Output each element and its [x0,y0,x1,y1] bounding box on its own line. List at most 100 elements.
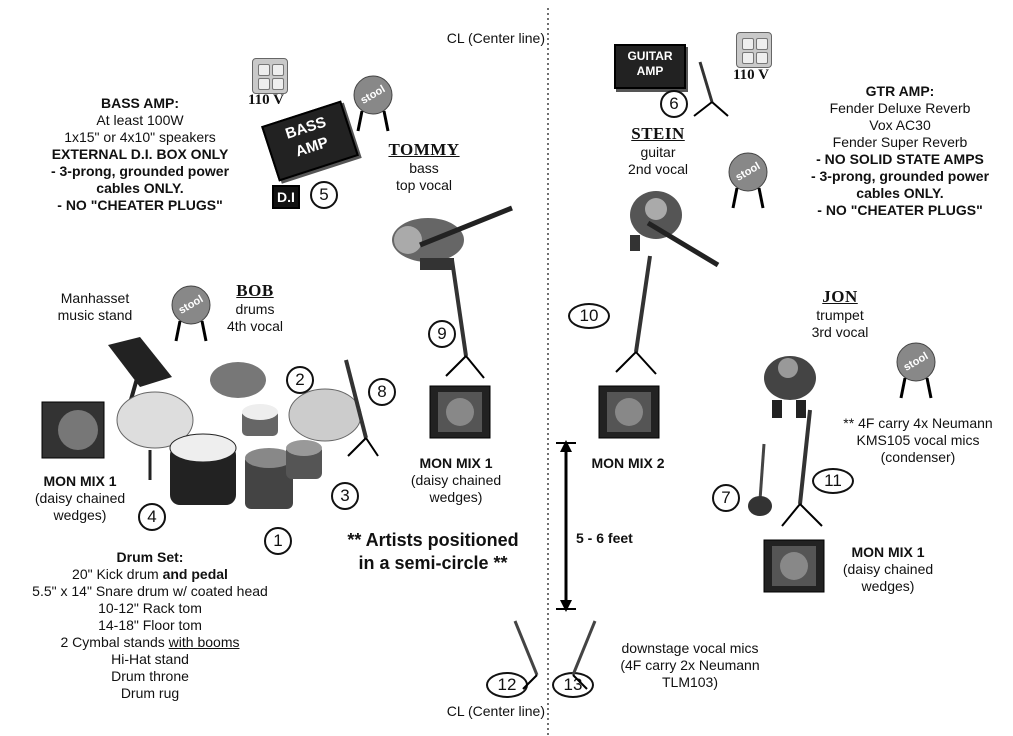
channel-8: 8 [368,378,396,406]
manhasset-line: Manhasset [60,290,130,306]
mon-mix-sub: wedges) [861,578,915,594]
channel-9: 9 [428,320,456,348]
neumann-line: KMS105 vocal mics [856,432,980,448]
center-line-top-label: CL (Center line) [446,30,545,46]
drum-set-item: 2 Cymbal stands with booms [60,634,240,650]
mon-mix-sub: wedges) [429,489,483,505]
performer-vocal: 3rd vocal [811,324,869,340]
di-box-icon: D.I [272,185,300,209]
gtr-amp-spec: GTR AMP: Fender Deluxe Reverb Vox AC30 F… [780,83,1013,219]
mon-mix-right: MON MIX 1 (daisy chained wedges) [828,544,948,595]
mon-mix-title: MON MIX 1 [851,544,925,560]
performer-bob: BOB drums 4th vocal [220,281,290,335]
gtr-amp-title: GTR AMP: [865,83,935,99]
downstage-mic-stands-icon [513,620,597,690]
drum-set-title: Drum Set: [116,549,184,565]
bass-amp-line: - 3-prong, grounded power [50,163,230,179]
mon-mix-sub: (daisy chained [842,561,934,577]
gtr-amp-line: - 3-prong, grounded power [810,168,990,184]
bass-amp-line: At least 100W [96,112,184,128]
neumann-line: ** 4F carry 4x Neumann [843,415,993,431]
performer-vocal: top vocal [395,177,453,193]
bass-player-figure [392,205,513,270]
performer-role: drums [235,301,275,317]
mon-mix-sub: (daisy chained [410,472,502,488]
stool-icon: stool [728,152,768,209]
channel-12: 12 [486,672,528,698]
channel-1: 1 [264,527,292,555]
manhasset-stand-label: Manhasset music stand [40,290,150,324]
mon-mix-sub: (daisy chained [34,490,126,506]
drum-set-item: 5.5" x 14" Snare drum w/ coated head [32,583,268,599]
mon-mix-sub: wedges) [53,507,107,523]
performer-role: trumpet [816,307,864,323]
performer-jon: JON trumpet 3rd vocal [798,287,882,341]
channel-7: 7 [712,484,740,512]
gtr-amp-line: Fender Super Reverb [832,134,968,150]
guitar-amp-icon: GUITAR AMP [614,44,686,89]
drum-set-item: 14-18" Floor tom [98,617,202,633]
artists-semicircle-note: ** Artists positioned in a semi-circle *… [328,529,538,575]
channel-11: 11 [812,468,854,494]
mic-stand-icon [344,359,379,457]
channel-2: 2 [286,366,314,394]
bass-amp-title: BASS AMP: [100,95,180,111]
voltage-label-left: 110 V [248,92,284,108]
performer-vocal: 4th vocal [226,318,284,334]
gtr-amp-line: Fender Deluxe Reverb [829,100,971,116]
gtr-amp-line: Vox AC30 [869,117,931,133]
center-line-bottom-label: CL (Center line) [446,703,545,719]
monitor-wedge-icon [41,401,105,459]
drum-set-item: Drum rug [120,685,180,701]
mic-stand-icon [781,409,823,527]
downstage-line: TLM103) [661,674,719,690]
performer-vocal: 2nd vocal [628,161,688,177]
drum-kit-icon [116,362,362,509]
performer-name: BOB [236,281,274,300]
mic-stand-icon [693,61,729,117]
stool-icon: stool [171,285,211,342]
drum-set-item: 10-12" Rack tom [98,600,202,616]
monitor-wedge-icon [429,385,491,439]
bass-amp-line: - NO "CHEATER PLUGS" [57,197,223,213]
drum-set-item: Hi-Hat stand [111,651,189,667]
mon-mix-2: MON MIX 2 [591,455,665,471]
performer-stein: STEIN guitar 2nd vocal [618,124,698,178]
artists-note-line: in a semi-circle ** [358,553,508,573]
gtr-amp-line: cables ONLY. [856,185,944,201]
artists-note-line: ** Artists positioned [347,530,519,550]
performer-tommy: TOMMY bass top vocal [378,140,470,194]
trumpet-player-figure [764,356,816,418]
mon-mix-center: MON MIX 1 (daisy chained wedges) [396,455,516,506]
manhasset-line: music stand [57,307,133,323]
bass-amp-line: 1x15" or 4x10" speakers [64,129,216,145]
monitor-wedge-icon [763,539,825,593]
channel-3: 3 [331,482,359,510]
guitar-player-figure [630,191,720,268]
neumann-line: (condenser) [880,449,956,465]
guitar-amp-label: AMP [636,64,664,78]
performer-name: STEIN [631,124,685,143]
mic-stand-icon [615,255,657,375]
monitor-wedge-icon [598,385,660,439]
power-outlet-icon [736,32,772,68]
stool-icon: stool [896,342,936,399]
downstage-line: (4F carry 2x Neumann [620,657,760,673]
performer-role: guitar [640,144,676,160]
channel-5: 5 [310,181,338,209]
channel-10: 10 [568,303,610,329]
drum-set-item: 20" Kick drum and pedal [72,566,228,582]
downstage-mics-note: downstage vocal mics (4F carry 2x Neuman… [600,640,780,691]
performer-role: bass [409,160,439,176]
channel-6: 6 [660,90,688,118]
bass-amp-line: cables ONLY. [96,180,184,196]
performer-name: JON [822,287,858,306]
mon-mix-title: MON MIX 1 [419,455,493,471]
neumann-kms-note: ** 4F carry 4x Neumann KMS105 vocal mics… [828,415,1008,466]
gtr-amp-line: - NO SOLID STATE AMPS [816,151,984,167]
bass-amp-line: EXTERNAL D.I. BOX ONLY [51,146,229,162]
drum-set-list: Drum Set: 20" Kick drum and pedal 5.5" x… [0,549,300,702]
mon-mix-left: MON MIX 1 (daisy chained wedges) [20,473,140,524]
guitar-amp-label: GUITAR [627,49,673,63]
mic-stand-icon [445,259,485,379]
